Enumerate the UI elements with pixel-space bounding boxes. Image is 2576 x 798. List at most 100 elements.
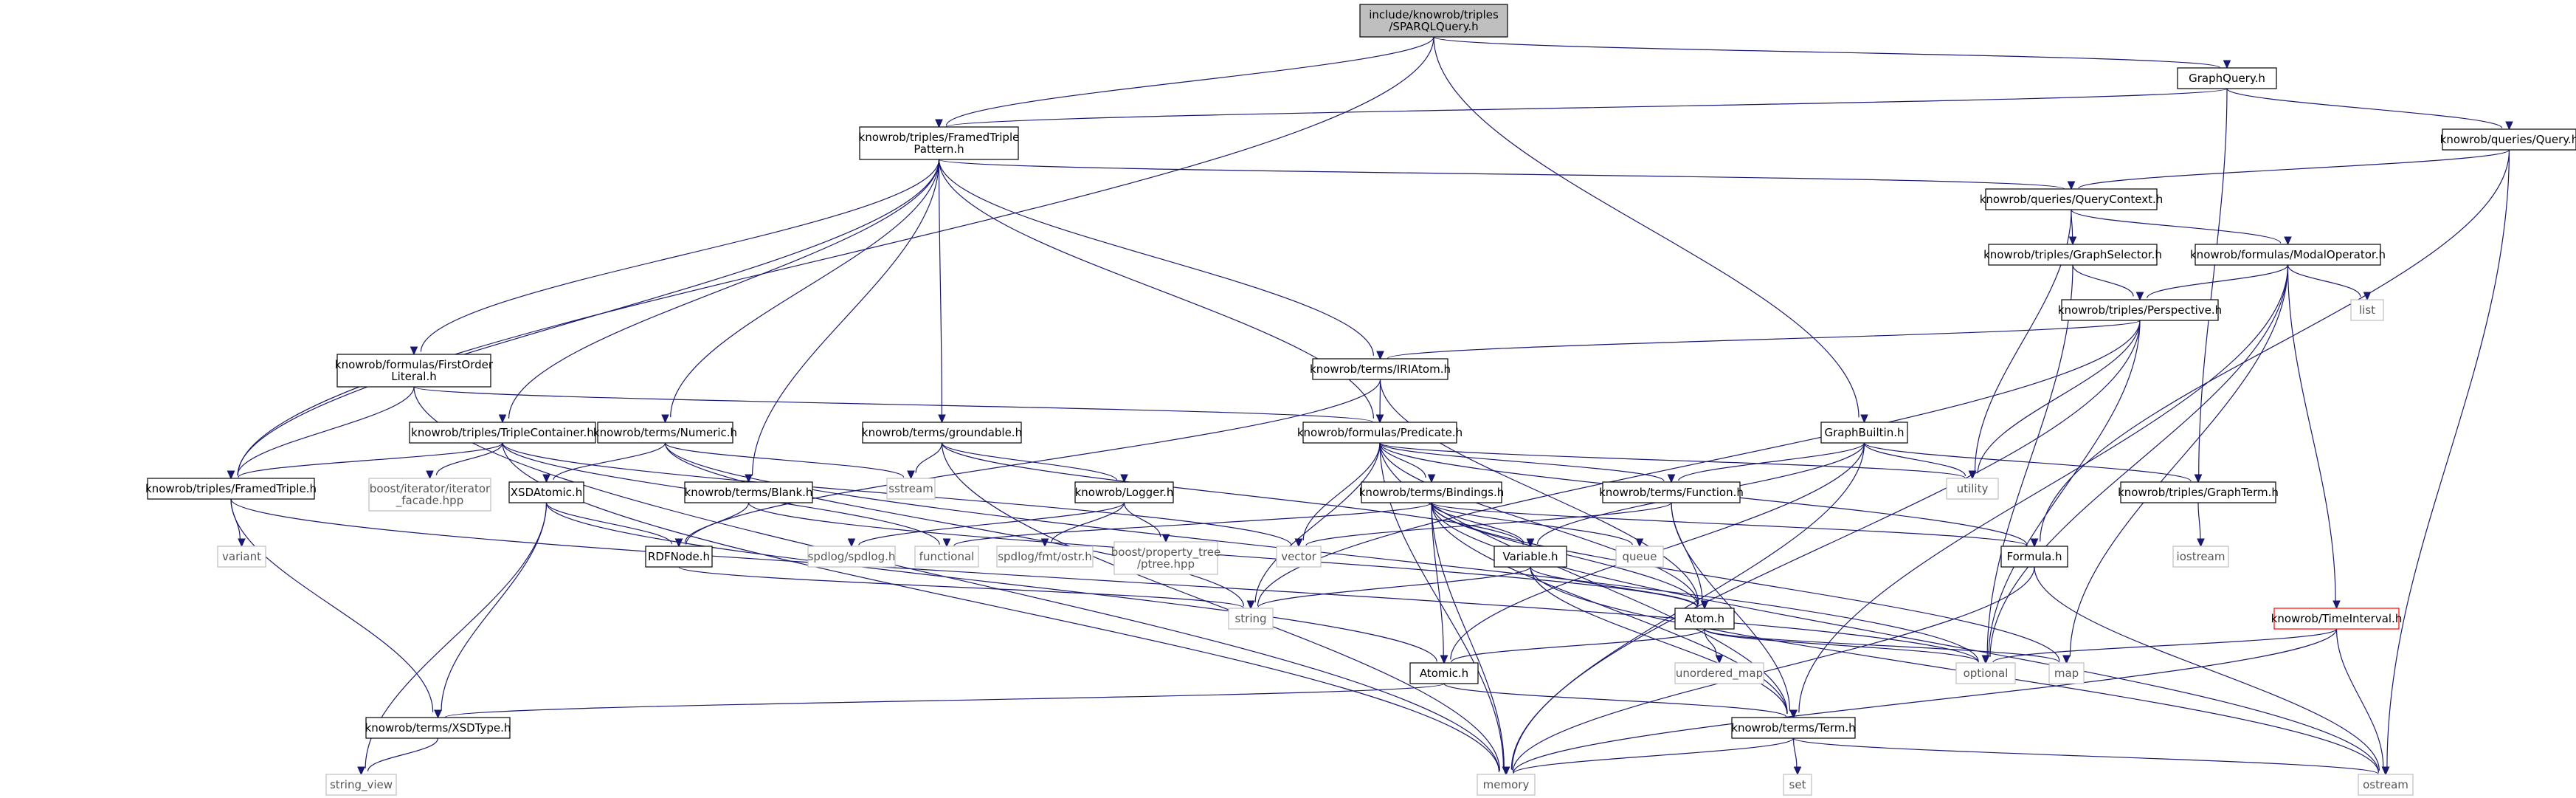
arrowhead [907,470,915,480]
arrowhead [498,414,507,424]
edge-line [1863,442,2192,482]
dependency-edge-framedtriplepattern-to-groundable [938,159,946,424]
node-variable[interactable]: Variable.h [1494,546,1567,568]
dependency-edge-perspective-to-iriatom [1376,320,2141,360]
node-box [2120,481,2276,503]
node-label: string [1235,612,1266,625]
edge-line [1530,566,2379,773]
dependency-edge-graphselector-to-perspective [2072,264,2144,301]
node-box [1359,4,1508,38]
node-groundable[interactable]: knowrob/terms/groundable.h [862,422,1022,444]
edge-line [545,502,673,545]
node-graphterm[interactable]: knowrob/triples/GraphTerm.h [2118,481,2279,503]
node-formula[interactable]: Formula.h [2000,546,2068,568]
dependency-edge-term-to-ostream [1792,737,2390,776]
node-label: knowrob/TimeInterval.h [2271,612,2403,625]
node-box [2172,546,2229,568]
edge-line [678,566,1244,608]
node-label: Literal.h [391,370,436,383]
node-box [1955,662,2016,684]
arrowhead [942,538,951,548]
node-graphquery[interactable]: GraphQuery.h [2177,67,2277,89]
node-triplecontainer[interactable]: knowrob/triples/TripleContainer.h [409,422,596,444]
edge-line [1704,628,1979,663]
edge-line [2287,264,2336,602]
arrowhead [2135,292,2144,301]
node-perspective[interactable]: knowrob/triples/Perspective.h [2058,299,2222,321]
edge-line [413,386,1500,772]
node-graphbuiltin[interactable]: GraphBuiltin.h [1820,422,1908,444]
edge-line [938,159,1374,356]
node-label: unordered_map [1676,667,1763,681]
node-timeinterval[interactable]: knowrob/TimeInterval.h [2271,608,2403,630]
edge-line [237,36,1434,476]
node-xsdtype[interactable]: knowrob/terms/XSDType.h [365,717,511,739]
edge-line [1704,628,2060,663]
edge-line [664,442,1979,662]
node-numeric[interactable]: knowrob/terms/Numeric.h [593,422,737,444]
edge-line [1431,502,1524,544]
node-variant: variant [217,546,266,568]
node-box [645,546,713,568]
dependency-edge-atomic-to-term [1443,683,1798,719]
node-querycontext[interactable]: knowrob/queries/QueryContext.h [1980,188,2164,210]
node-rdfnode[interactable]: RDFNode.h [645,546,713,568]
dependency-edge-modaloperator-to-list [2287,264,2372,301]
node-label: Variable.h [1502,550,1558,563]
node-label: knowrob/triples/FramedTriple.h [145,482,317,495]
node-logger[interactable]: knowrob/Logger.h [1074,481,1174,503]
node-label: Atomic.h [1420,667,1468,680]
dependency-edge-bindings-to-atom [1431,502,1709,610]
arrowhead [935,119,943,128]
node-bindings[interactable]: knowrob/terms/Bindings.h [1359,481,1505,503]
dependency-edge-triplecontainer-to-framedtriple [227,442,503,480]
edge-line [502,442,1500,772]
node-xsdatomic[interactable]: XSDAtomic.h [508,481,584,503]
dependency-edge-variable-to-term [1530,566,1798,719]
edge-line [941,442,1524,546]
edge-line [2386,149,2510,768]
node-function[interactable]: knowrob/terms/Function.h [1599,481,1744,503]
edge-line [1992,628,2338,663]
arrowhead [1526,538,1535,548]
edge-line [441,502,548,712]
dependency-edge-xsdatomic-to-xsdtype [434,502,548,719]
dependency-edge-bindings-to-ostream [1431,502,2390,776]
node-graphselector[interactable]: knowrob/triples/GraphSelector.h [1983,244,2162,266]
node-term[interactable]: knowrob/terms/Term.h [1731,717,1856,739]
edge-line [230,498,434,712]
arrowhead [1981,655,1990,664]
node-query[interactable]: knowrob/queries/Query.h [2440,128,2576,151]
arrowhead [1161,534,1170,543]
node-box [409,422,596,444]
arrowhead [434,709,442,719]
node-label: GraphQuery.h [2189,72,2265,85]
edge-line [684,502,750,543]
edge-line [938,159,2065,190]
node-predicate[interactable]: knowrob/formulas/Predicate.h [1297,422,1463,444]
edge-line [747,502,1698,608]
node-box [2061,299,2219,321]
edge-line [1510,442,1865,770]
node-atom[interactable]: Atom.h [1674,608,1735,630]
node-blank[interactable]: knowrob/terms/Blank.h [684,481,813,503]
edge-line [2034,566,2380,771]
edge-line [664,442,905,478]
node-label: knowrob/queries/Query.h [2440,133,2576,146]
node-box [365,717,511,739]
node-label: string_view [330,778,393,792]
node-box [1985,188,2158,210]
node-framedtriple[interactable]: knowrob/triples/FramedTriple.h [145,478,317,500]
node-box [1361,481,1502,503]
arrowhead [1502,766,1510,776]
node-root[interactable]: include/knowrob/triples/SPARQLQuery.h [1359,4,1508,38]
edge-line [420,159,940,352]
node-atomic[interactable]: Atomic.h [1409,662,1479,684]
edge-line [2071,209,2282,244]
edge-line [1513,628,2338,774]
edge-line [941,442,1500,771]
node-iriatom[interactable]: knowrob/terms/IRIAtom.h [1310,358,1451,380]
node-modaloperator[interactable]: knowrob/formulas/ModalOperator.h [2190,244,2386,266]
